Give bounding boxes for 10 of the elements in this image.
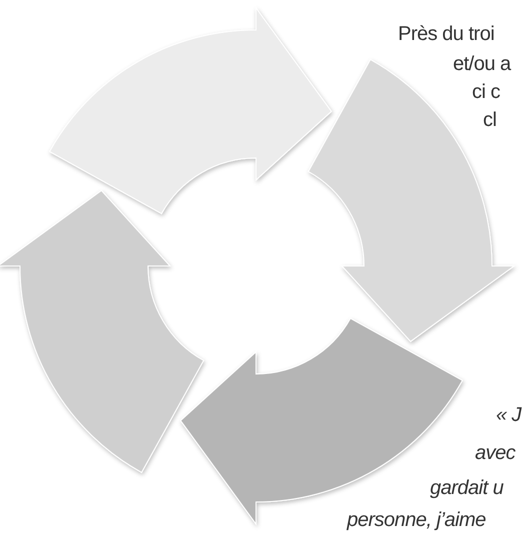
text-fragment: cl xyxy=(483,108,496,132)
curved-arrow-segment xyxy=(49,8,332,214)
text-fragment: gardait u xyxy=(430,476,504,500)
text-fragment: Près du troi xyxy=(398,22,494,46)
text-fragment: « J xyxy=(496,403,522,427)
curved-arrow-segment xyxy=(0,190,204,473)
text-fragment: avec xyxy=(475,441,516,465)
text-fragment: et/ou a xyxy=(453,52,511,76)
text-fragment: ci c xyxy=(472,80,500,104)
text-fragment: personne, j’aime xyxy=(347,508,486,532)
